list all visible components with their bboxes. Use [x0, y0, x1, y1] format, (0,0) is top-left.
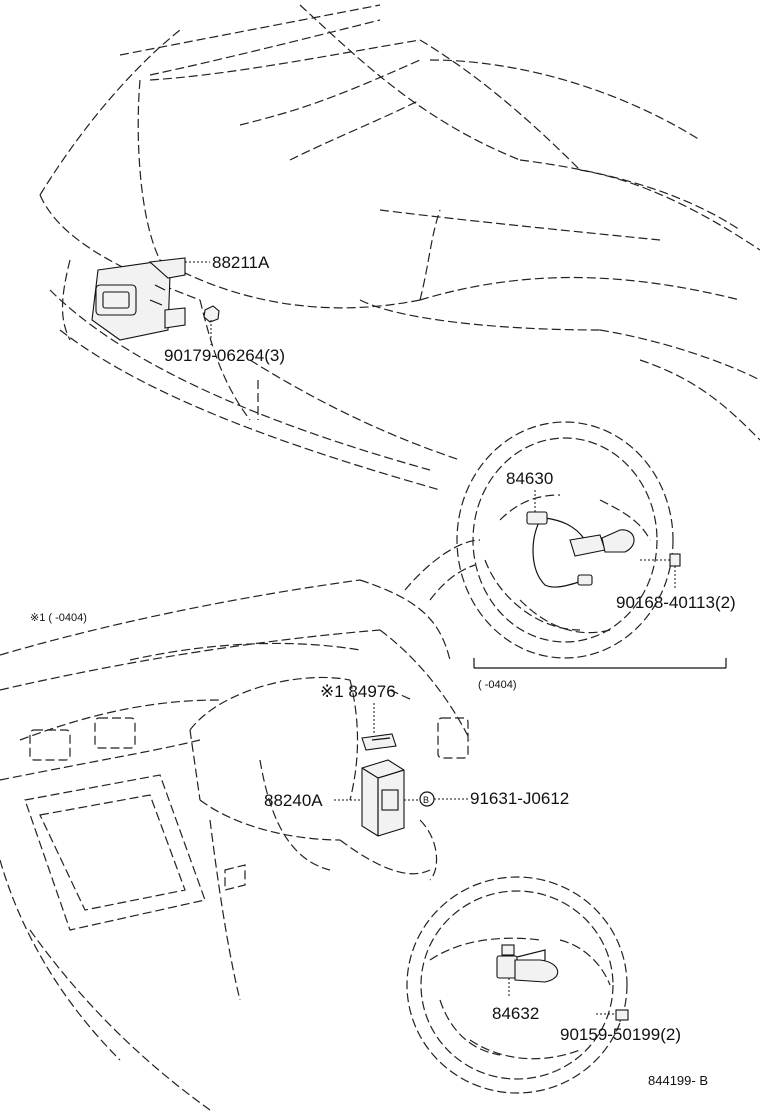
- screw-90168: [640, 553, 681, 590]
- label-90159-50199: 90159-50199(2): [560, 1025, 681, 1044]
- note-range: ※1 ( -0404): [30, 612, 87, 624]
- instrument-panel-outline: [0, 539, 481, 1111]
- label-88211a: 88211A: [212, 253, 270, 272]
- figure-code: 844199- B: [648, 1073, 708, 1088]
- switch-84632: [496, 944, 559, 983]
- label-90179-06264: 90179-06264(3): [164, 346, 285, 365]
- label-84630: 84630: [506, 469, 553, 488]
- radar-sensor-88211a: [91, 257, 186, 341]
- label-88240a: 88240A: [264, 791, 323, 810]
- callout-b-marker: B: [419, 791, 435, 807]
- switch-84630: [526, 511, 635, 586]
- range-bracket: [473, 658, 727, 669]
- steering-wheel-lower: [406, 876, 628, 1094]
- screw-90159: [596, 1009, 629, 1024]
- label-91631-j0612: 91631-J0612: [470, 789, 569, 808]
- switch-84976: [361, 733, 397, 751]
- bolt-90179: [203, 305, 220, 323]
- computer-88240a: [361, 759, 405, 837]
- label-84976: ※1 84976: [320, 682, 396, 701]
- svg-text:B: B: [423, 795, 429, 805]
- label-84632: 84632: [492, 1004, 539, 1023]
- vehicle-front-outline: [39, 4, 760, 491]
- steering-wheel-upper: [456, 421, 674, 659]
- label-range-upper: ( -0404): [478, 679, 517, 691]
- label-90168-40113: 90168-40113(2): [616, 593, 736, 612]
